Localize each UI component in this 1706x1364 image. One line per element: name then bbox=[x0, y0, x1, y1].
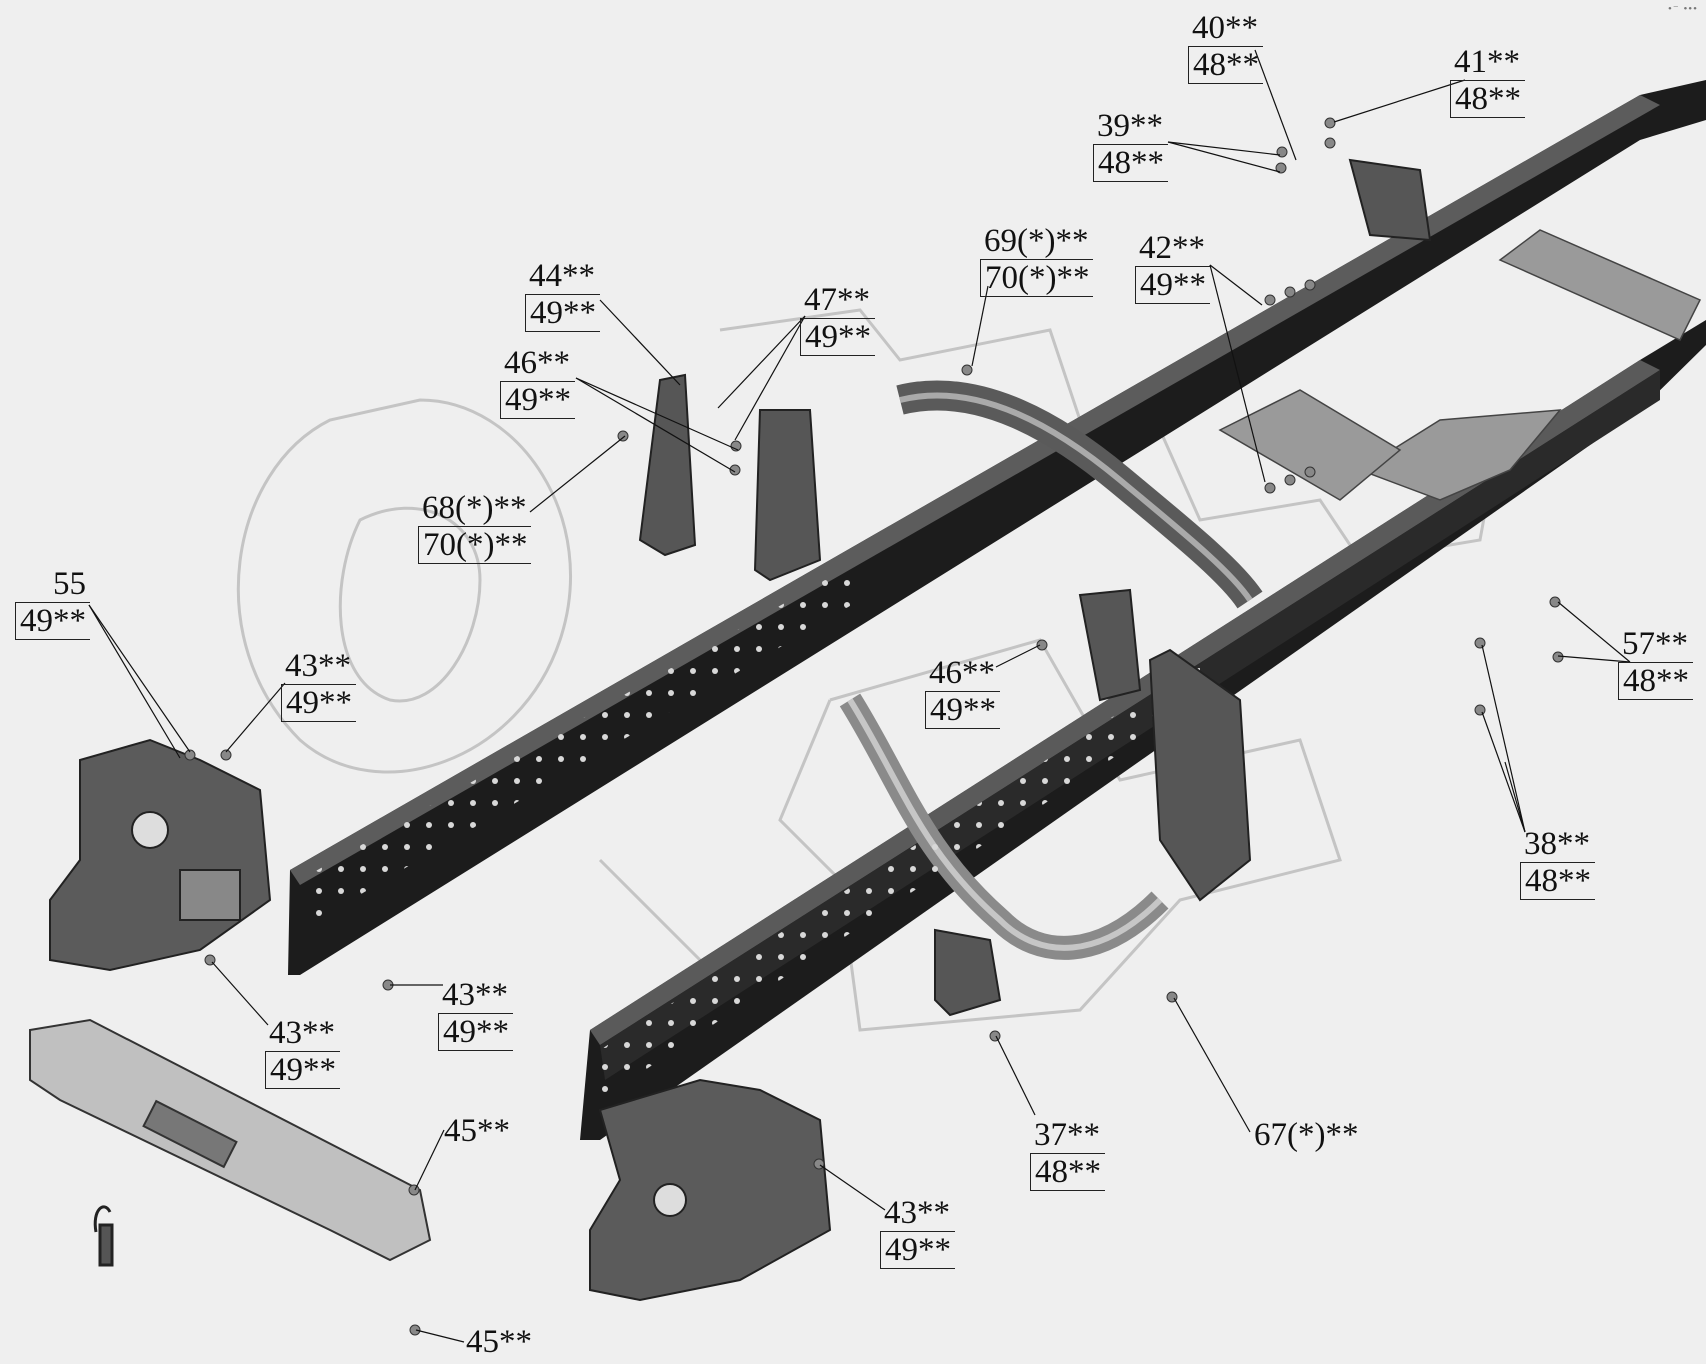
front-bumper-beam bbox=[29, 1018, 432, 1262]
rear-bracket bbox=[589, 1078, 832, 1302]
callout-37: 37**48** bbox=[1030, 1117, 1105, 1191]
callout-67: 67(*)** bbox=[1254, 1117, 1359, 1153]
callout-41: 41**48** bbox=[1450, 44, 1525, 118]
callout-45-upper: 45** bbox=[444, 1113, 510, 1149]
callout-38: 38**48** bbox=[1520, 826, 1595, 900]
callout-42: 42**49** bbox=[1135, 230, 1210, 304]
callout-39: 39**48** bbox=[1093, 108, 1168, 182]
callout-43-upper: 43**49** bbox=[281, 648, 356, 722]
leader-lines bbox=[88, 49, 1631, 1343]
middle-brackets bbox=[638, 158, 1432, 1017]
cross-members bbox=[1218, 229, 1702, 501]
callout-57: 57**48** bbox=[1618, 626, 1693, 700]
callout-45-lower: 45** bbox=[466, 1324, 532, 1360]
callout-46-upper: 46**49** bbox=[500, 345, 575, 419]
fastener-dots bbox=[184, 117, 1564, 1336]
callout-46-lower: 46**49** bbox=[925, 655, 1000, 729]
callout-44: 44**49** bbox=[525, 258, 600, 332]
front-left-spring-bracket bbox=[49, 738, 272, 972]
tow-pin bbox=[93, 1205, 114, 1267]
callout-68: 68(*)**70(*)** bbox=[418, 490, 532, 564]
callout-69: 69(*)**70(*)** bbox=[980, 223, 1094, 297]
corner-mark: •⁻ ••• bbox=[1668, 3, 1698, 15]
callout-40: 40**48** bbox=[1188, 10, 1263, 84]
callout-43-mid: 43**49** bbox=[438, 977, 513, 1051]
callout-43-lower: 43**49** bbox=[880, 1195, 955, 1269]
callout-47: 47**49** bbox=[800, 282, 875, 356]
left-frame-rail bbox=[288, 80, 1706, 975]
callout-43-left: 43**49** bbox=[265, 1015, 340, 1089]
